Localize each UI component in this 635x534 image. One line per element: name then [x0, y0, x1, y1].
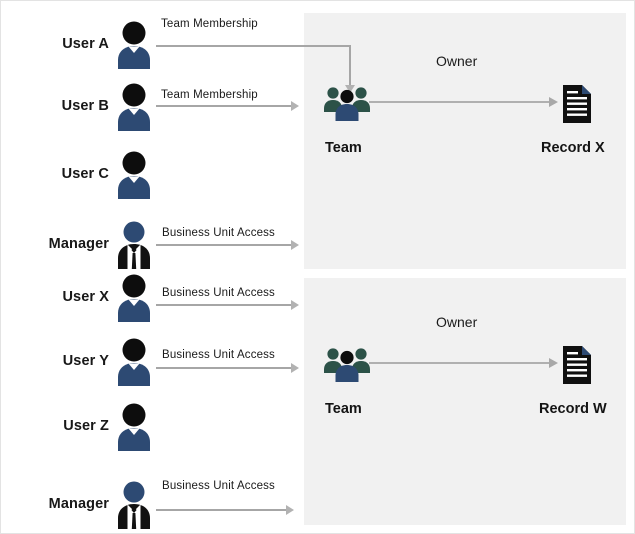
- actor-row-manager-bottom[interactable]: Manager: [1, 473, 304, 533]
- connector-line-user-y: [156, 367, 291, 369]
- user-icon: [111, 81, 157, 131]
- actor-label-user-x: User X: [62, 289, 109, 305]
- connector-arrowhead-manager-bottom: [286, 505, 294, 515]
- node-label-team-bottom: Team: [325, 401, 362, 417]
- user-icon: [111, 401, 157, 451]
- actor-label-manager-bottom: Manager: [48, 496, 109, 512]
- connector-arrowhead-user-y: [291, 363, 299, 373]
- user-icon: [111, 272, 157, 322]
- actor-row-user-a[interactable]: User A: [1, 13, 304, 75]
- team-icon: [323, 85, 371, 123]
- actor-label-user-y: User Y: [62, 353, 109, 369]
- connector-line-manager-bottom: [156, 509, 286, 511]
- actor-row-user-y[interactable]: User Y: [1, 330, 304, 392]
- user-icon: [111, 149, 157, 199]
- manager-icon: [111, 219, 157, 269]
- actor-row-user-z[interactable]: User Z: [1, 395, 304, 457]
- connector-arrowhead-manager-top: [291, 240, 299, 250]
- connector-line-manager-top: [156, 244, 291, 246]
- owner-connector-arrowhead-bottom: [549, 358, 558, 368]
- connector-line-user-x: [156, 304, 291, 306]
- connector-label-bua-user-y: Business Unit Access: [162, 349, 275, 361]
- actor-row-user-c[interactable]: User C: [1, 143, 304, 205]
- user-icon: [111, 19, 157, 69]
- connector-label-bua-manager-bottom: Business Unit Access: [162, 480, 275, 492]
- owner-connector-line-top: [369, 101, 551, 103]
- owner-connector-arrowhead-top: [549, 97, 558, 107]
- actor-label-manager-top: Manager: [48, 236, 109, 252]
- connector-line-user-a: [156, 45, 351, 47]
- connector-label-team-membership-a: Team Membership: [161, 18, 258, 30]
- actor-label-user-c: User C: [61, 166, 109, 182]
- node-label-team-top: Team: [325, 140, 362, 156]
- connector-line-user-b: [156, 105, 291, 107]
- node-label-record-x: Record X: [541, 140, 605, 156]
- node-label-record-w: Record W: [539, 401, 607, 417]
- actor-label-user-a: User A: [62, 36, 109, 52]
- connector-label-team-membership-b: Team Membership: [161, 89, 258, 101]
- actor-row-user-b[interactable]: User B: [1, 75, 304, 137]
- user-icon: [111, 336, 157, 386]
- connector-arrowhead-user-a: [345, 85, 355, 93]
- actor-row-user-x[interactable]: User X: [1, 266, 304, 328]
- team-icon: [323, 346, 371, 384]
- connector-line-user-a-vertical: [349, 45, 351, 87]
- actor-label-user-b: User B: [61, 98, 109, 114]
- connector-arrowhead-user-x: [291, 300, 299, 310]
- owner-label-bottom: Owner: [436, 314, 478, 330]
- owner-label-top: Owner: [436, 53, 478, 69]
- panel-team-record-x: [304, 13, 626, 269]
- connector-label-bua-manager-top: Business Unit Access: [162, 227, 275, 239]
- actor-row-manager-top[interactable]: Manager: [1, 213, 304, 275]
- actor-label-user-z: User Z: [63, 418, 109, 434]
- document-icon: [561, 345, 593, 385]
- owner-connector-line-bottom: [369, 362, 551, 364]
- panel-team-record-w: [304, 278, 626, 525]
- document-icon: [561, 84, 593, 124]
- manager-icon: [111, 479, 157, 529]
- connector-arrowhead-user-b: [291, 101, 299, 111]
- connector-label-bua-user-x: Business Unit Access: [162, 287, 275, 299]
